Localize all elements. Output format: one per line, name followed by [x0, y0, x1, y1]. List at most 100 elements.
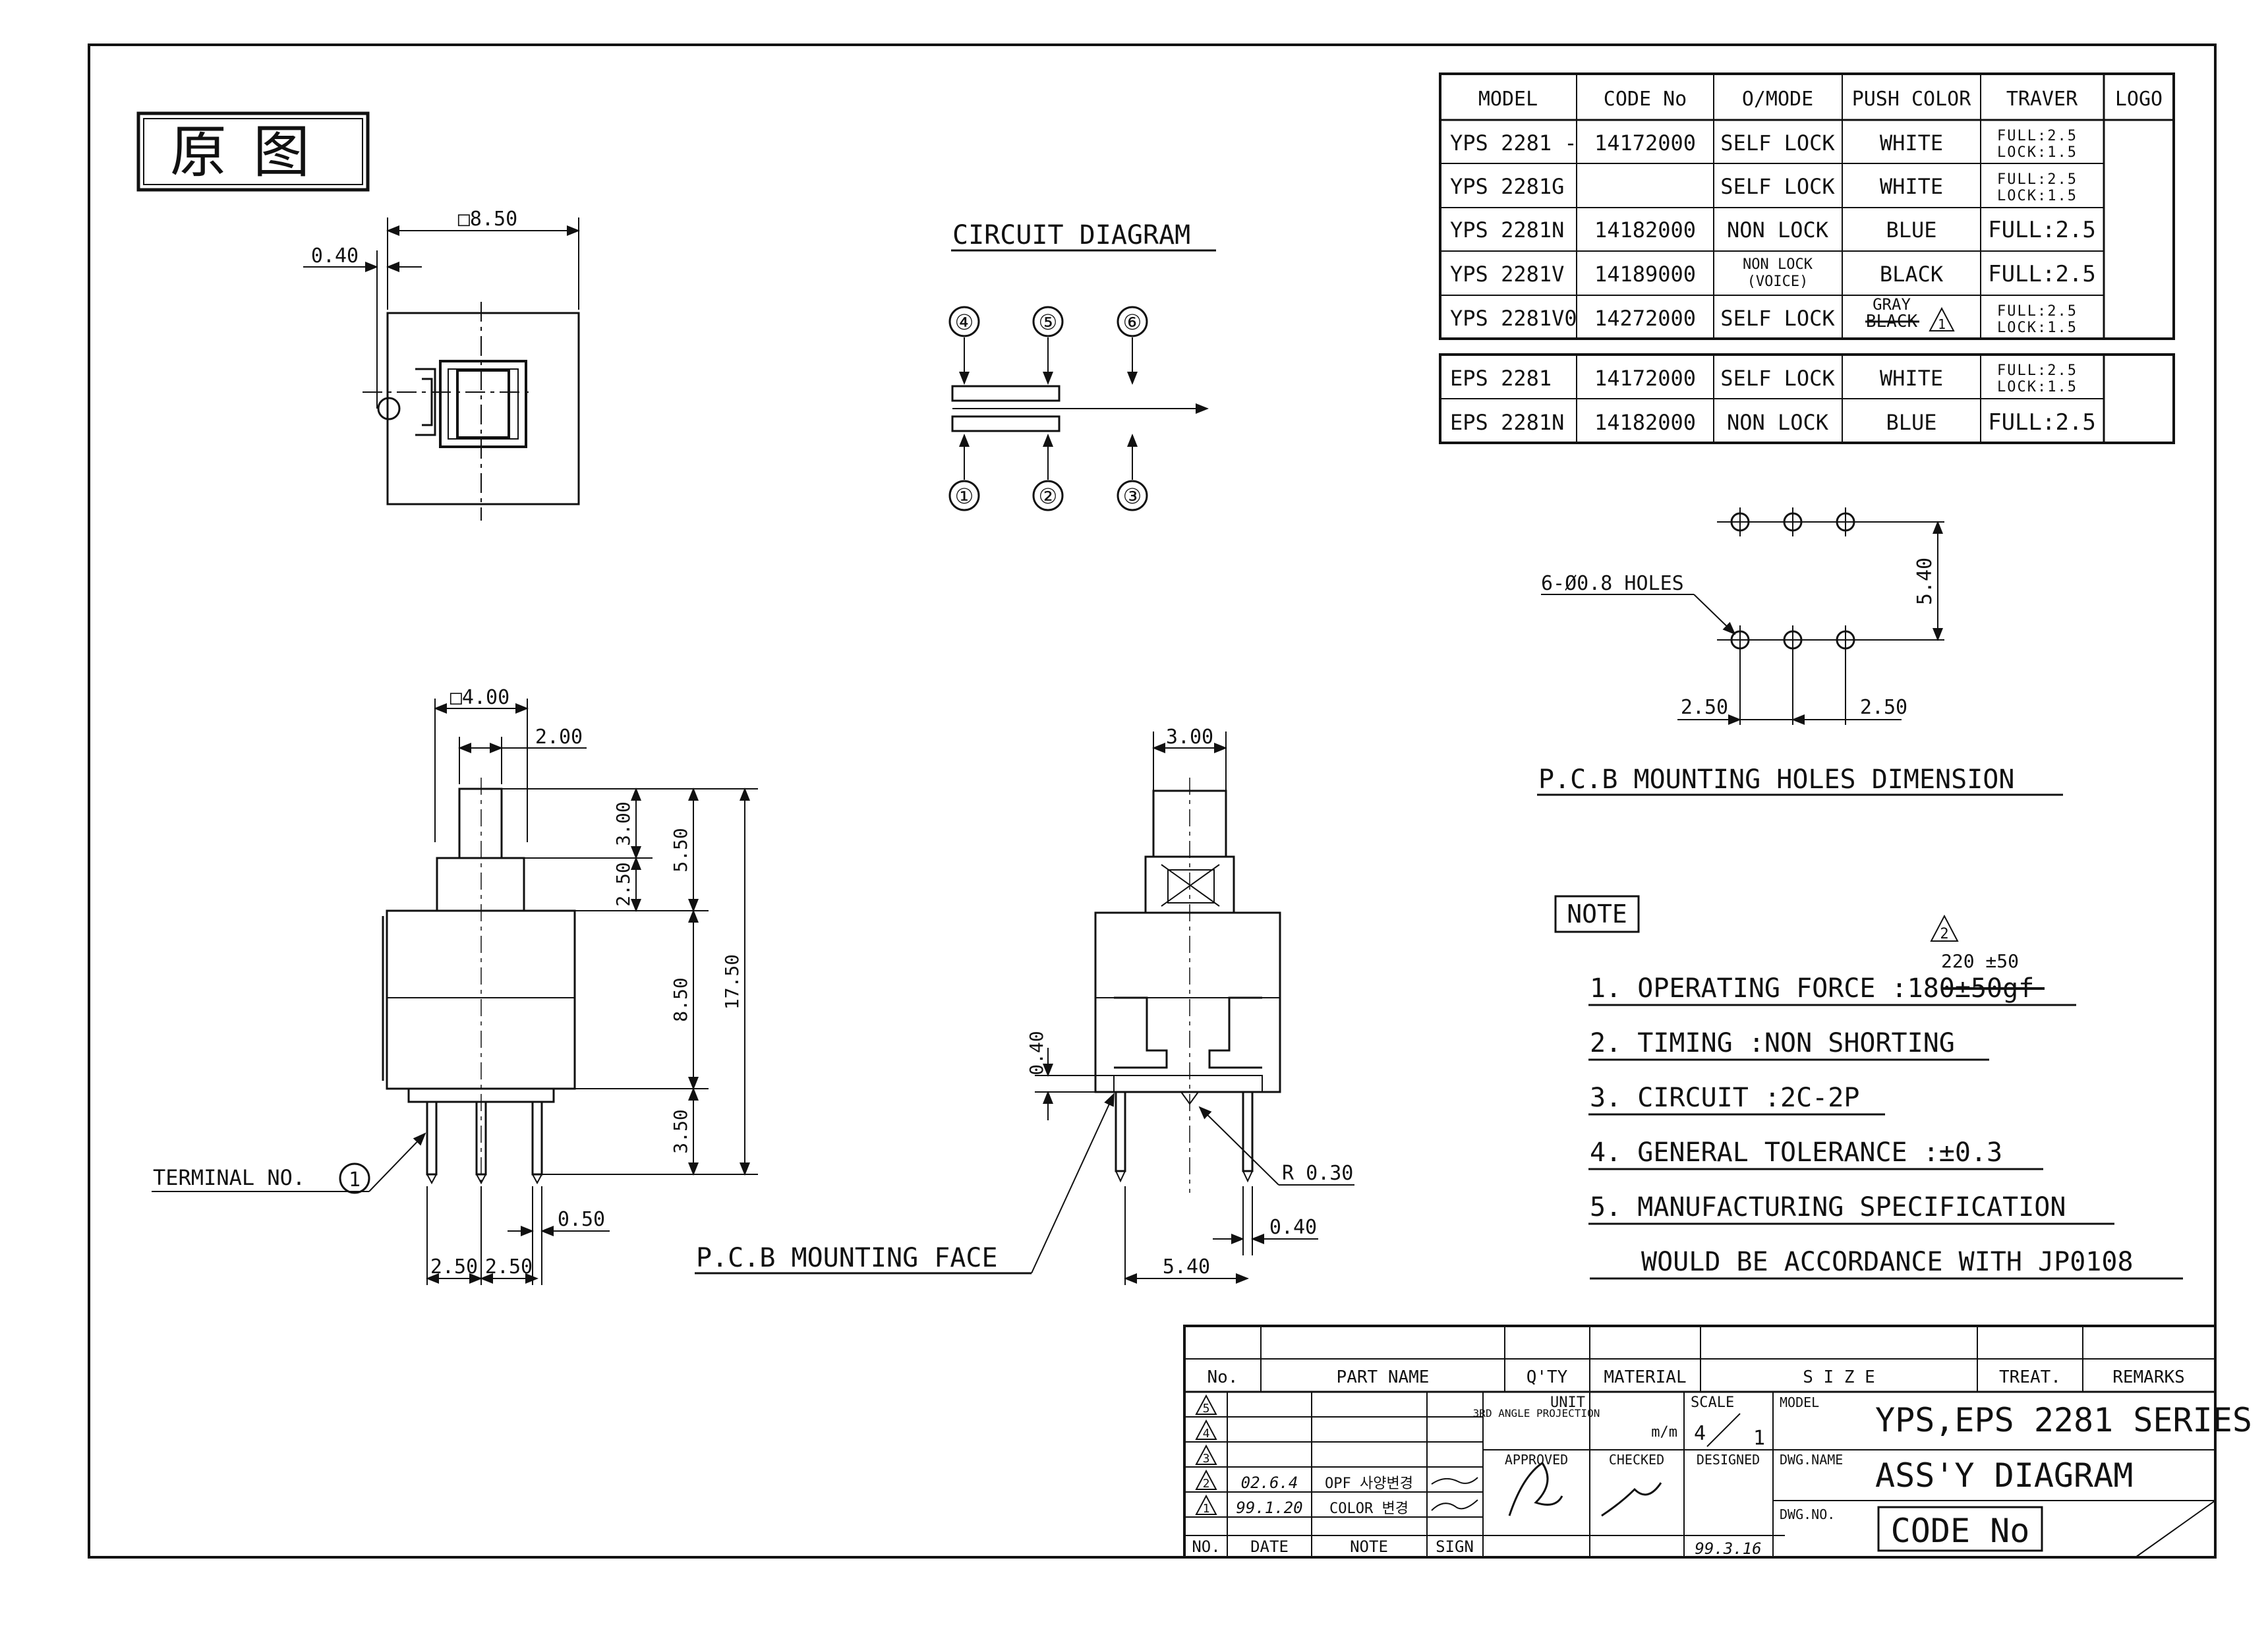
- row3-mode: NON LOCK: [1727, 217, 1829, 243]
- row4-mode-line2: (VOICE): [1747, 273, 1809, 290]
- tb-header-part: PART NAME: [1337, 1367, 1430, 1387]
- pcb-holes-title: P.C.B MOUNTING HOLES DIMENSION: [1538, 764, 2014, 795]
- dim-front-050: 0.50: [558, 1208, 605, 1231]
- tb-model-label: MODEL: [1780, 1394, 1819, 1410]
- row3-code: 14182000: [1594, 217, 1696, 243]
- revision-mark: 1: [1938, 316, 1946, 332]
- tb-dwgno-value: CODE No: [1891, 1512, 2030, 1550]
- circuit-diagram: CIRCUIT DIAGRAM ④ ⑤ ⑥ ① ② ③: [948, 220, 1216, 511]
- tb-projection: 3RD ANGLE PROJECTION: [1473, 1407, 1600, 1420]
- tb-foot-note: NOTE: [1350, 1537, 1388, 1556]
- row4-color: BLACK: [1880, 262, 1944, 287]
- tb-header-no: No.: [1207, 1367, 1238, 1387]
- eps2-color: BLUE: [1886, 410, 1936, 435]
- rev1-date: 99.1.20: [1236, 1499, 1302, 1517]
- note-4: 4. GENERAL TOLERANCE :±0.3: [1590, 1137, 2002, 1168]
- svg-text:3: 3: [1203, 1452, 1210, 1466]
- revision-triangle-icon: [1929, 306, 1955, 331]
- tb-designed: DESIGNED: [1697, 1452, 1760, 1468]
- row1-mode: SELF LOCK: [1720, 130, 1835, 156]
- rev-row-4: 4: [1195, 1419, 1217, 1441]
- tb-dwgno-label: DWG.NO.: [1780, 1506, 1835, 1522]
- dim-front-300: 3.00: [612, 801, 634, 846]
- eps1-traver-lock: LOCK:1.5: [1997, 379, 2076, 395]
- row4-traver: FULL:2.5: [1988, 261, 2096, 287]
- tb-foot-no: NO.: [1192, 1537, 1220, 1556]
- rev2-signature: [1431, 1477, 1478, 1485]
- terminal-3: ③: [1123, 484, 1142, 509]
- tb-dwgname-label: DWG.NAME: [1780, 1452, 1843, 1468]
- row1-traver-lock: LOCK:1.5: [1997, 144, 2076, 161]
- note-5: 5. MANUFACTURING SPECIFICATION: [1590, 1192, 2066, 1222]
- notes: NOTE 2 220 ±50 1. OPERATING FORCE :180±5…: [1554, 895, 2183, 1280]
- dim-hole-left: 2.50: [1681, 696, 1728, 719]
- model-table: MODEL CODE No O/MODE PUSH COLOR TRAVER L…: [1439, 72, 2175, 444]
- checked-signature: [1601, 1482, 1662, 1517]
- tb-scale-den: 1: [1753, 1427, 1765, 1450]
- stamp-text: 原图: [170, 119, 336, 185]
- note-revision-icon: [1930, 914, 1959, 942]
- row1-code: 14172000: [1594, 130, 1696, 156]
- svg-text:5: 5: [1203, 1402, 1210, 1416]
- dim-front-1750: 17.50: [721, 954, 743, 1010]
- dim-front-250: 2.50: [612, 862, 634, 906]
- note-3: 3. CIRCUIT :2C-2P: [1590, 1083, 1859, 1113]
- tb-unit-label: UNIT: [1550, 1394, 1585, 1411]
- rev-row-2: 2 02.6.4 OPF 사양변경: [1195, 1469, 1413, 1492]
- row3-traver: FULL:2.5: [1988, 217, 2096, 243]
- row2-traver-full: FULL:2.5: [1997, 171, 2076, 188]
- eps1-model: EPS 2281: [1450, 366, 1552, 391]
- header-code: CODE No: [1604, 88, 1687, 111]
- svg-text:2: 2: [1203, 1477, 1210, 1491]
- eps1-color: WHITE: [1880, 366, 1943, 391]
- hole-row-top: [1717, 507, 1869, 536]
- tb-header-qty: Q'TY: [1527, 1367, 1568, 1387]
- rev1-note: COLOR 변경: [1329, 1501, 1409, 1517]
- terminal-6: ⑥: [1123, 310, 1142, 335]
- tb-dwgname-value: ASS'Y DIAGRAM: [1875, 1456, 2133, 1495]
- svg-text:4: 4: [1203, 1427, 1210, 1441]
- terminal-4: ④: [955, 310, 974, 335]
- row2-color: WHITE: [1880, 174, 1943, 199]
- terminal-5: ⑤: [1039, 310, 1058, 335]
- dim-front-550: 5.50: [670, 828, 691, 872]
- eps2-code: 14182000: [1594, 410, 1696, 435]
- rev-row-3: 3: [1195, 1444, 1217, 1466]
- stamp-original: 原图: [136, 111, 370, 192]
- tb-designed-date: 99.3.16: [1695, 1539, 1761, 1558]
- note-header: NOTE: [1567, 900, 1627, 929]
- row2-model: YPS 2281G: [1450, 174, 1564, 199]
- row3-color: BLUE: [1886, 217, 1936, 243]
- dim-side-r030: R 0.30: [1282, 1162, 1353, 1185]
- dim-top-offset: 0.40: [311, 244, 359, 268]
- row5-color-gray: GRAY: [1873, 295, 1911, 314]
- tb-foot-date: DATE: [1250, 1537, 1289, 1556]
- row5-traver-full: FULL:2.5: [1997, 303, 2076, 320]
- dim-top-width: □8.50: [458, 208, 517, 231]
- note-rev-mark: 2: [1940, 926, 1948, 942]
- dim-front-850: 8.50: [670, 977, 691, 1021]
- tb-foot-sign: SIGN: [1436, 1537, 1474, 1556]
- terminal-label: TERMINAL NO.: [153, 1165, 305, 1190]
- row4-code: 14189000: [1594, 262, 1696, 287]
- row2-traver-lock: LOCK:1.5: [1997, 188, 2076, 204]
- tb-checked: CHECKED: [1609, 1452, 1664, 1468]
- rev2-date: 02.6.4: [1241, 1474, 1298, 1492]
- title-block: No. PART NAME Q'TY MATERIAL S I Z E TREA…: [1183, 1325, 2252, 1559]
- header-model: MODEL: [1478, 88, 1538, 111]
- row5-traver-lock: LOCK:1.5: [1997, 320, 2076, 336]
- row4-mode-line1: NON LOCK: [1743, 256, 1813, 273]
- eps1-traver-full: FULL:2.5: [1997, 362, 2076, 379]
- drawing-border: [88, 43, 2217, 1559]
- note-5b: WOULD BE ACCORDANCE WITH JP0108: [1641, 1247, 2134, 1277]
- row5-mode: SELF LOCK: [1720, 306, 1835, 331]
- tb-model-value: YPS,EPS 2281 SERIES: [1875, 1401, 2252, 1439]
- dim-side-040-bottom: 0.40: [1269, 1216, 1317, 1239]
- svg-text:1: 1: [1203, 1502, 1210, 1516]
- dim-front-pitch-right: 2.50: [485, 1255, 533, 1278]
- row3-model: YPS 2281N: [1450, 217, 1564, 243]
- terminal-label-num: 1: [349, 1168, 361, 1191]
- tb-header-material: MATERIAL: [1604, 1367, 1686, 1387]
- row1-model: YPS 2281 -: [1450, 130, 1577, 156]
- rev1-signature: [1431, 1499, 1478, 1511]
